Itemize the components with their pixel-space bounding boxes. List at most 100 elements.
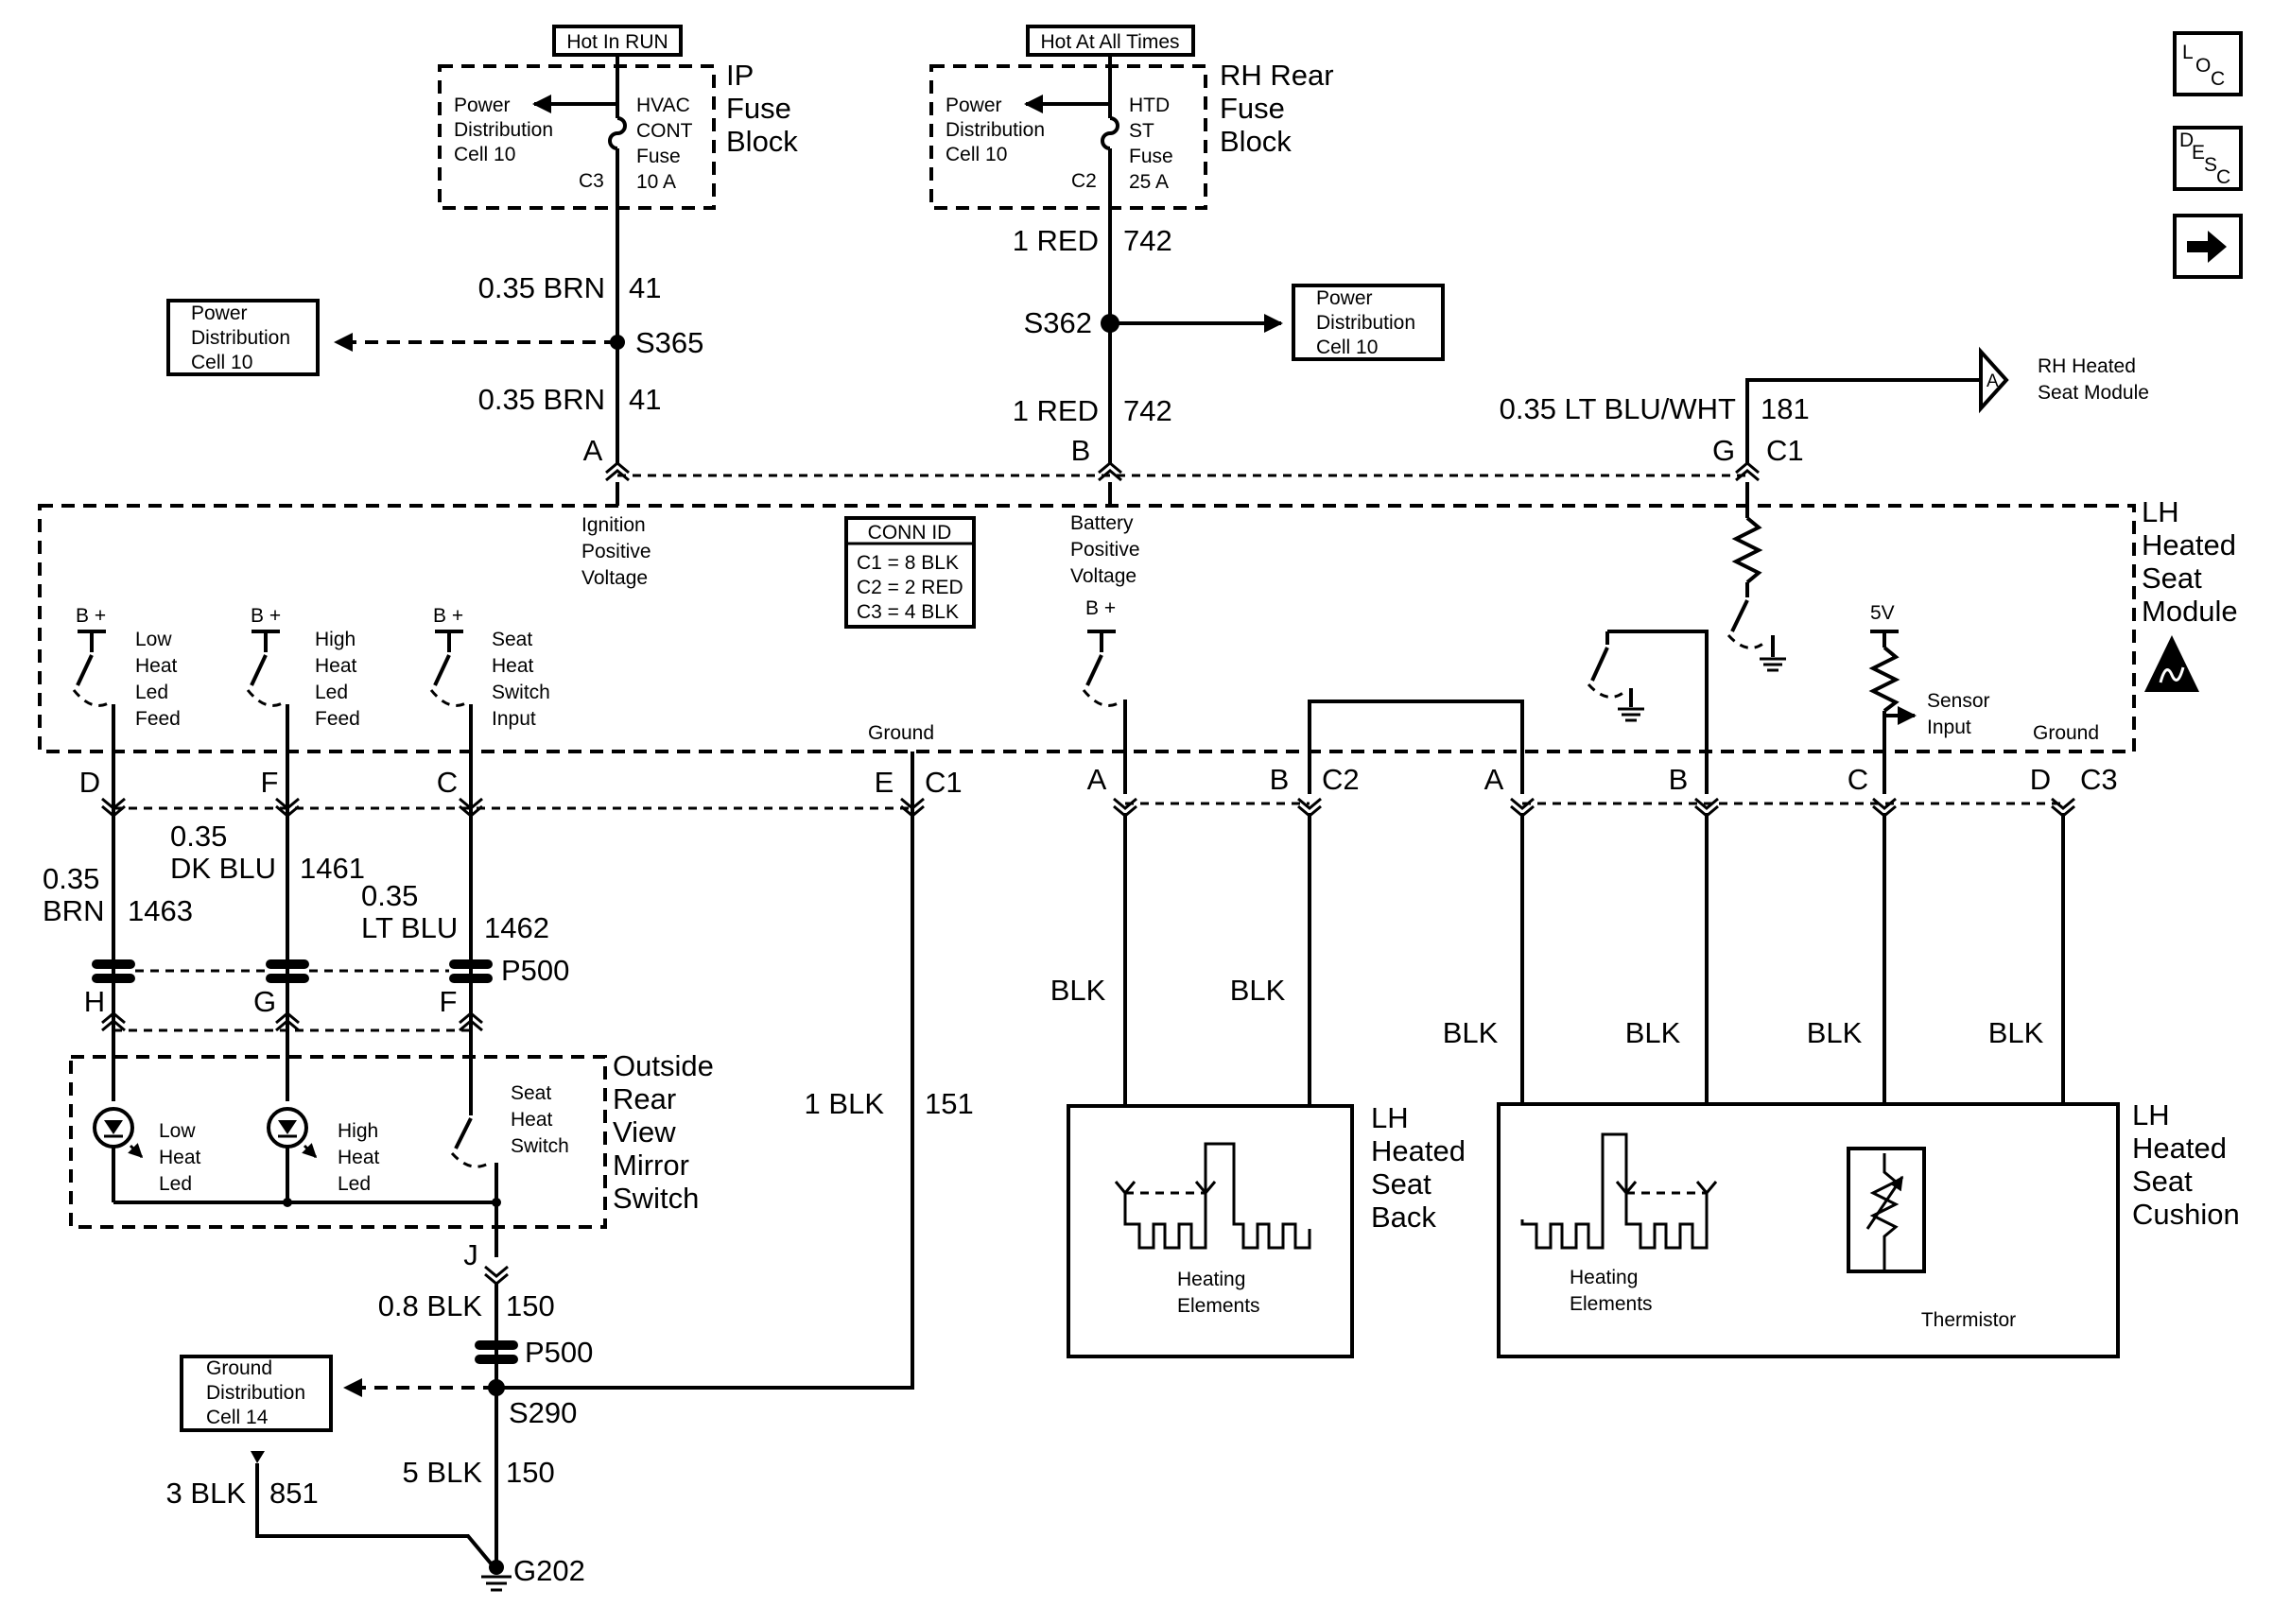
pin-d-c3: D (2030, 763, 2051, 796)
wire-label-ltblu-1462: 0.35 LT BLU (361, 879, 458, 944)
hot-in-run-label: Hot In RUN (566, 31, 668, 53)
p500-connector-bottom (475, 1340, 518, 1364)
wire-ckt-151: 151 (925, 1087, 974, 1120)
switch-icon (1730, 599, 1749, 632)
high-heat-led-feed-label: High Heat Led Feed (315, 629, 362, 730)
low-heat-led-feed-label: Low Heat Led Feed (135, 629, 182, 730)
switch-icon (250, 654, 268, 686)
svg-text:D: D (2179, 130, 2194, 151)
ground-g202-label: G202 (513, 1554, 585, 1587)
wire-blk-cushion-d: BLK (1988, 1016, 2044, 1049)
fuse-conn-c2: C2 (1071, 170, 1097, 192)
mirror-switch-label: Outside Rear View Mirror Switch (613, 1049, 721, 1215)
seat-heat-switch-icon (454, 1117, 473, 1149)
wire-ckt181 (1745, 378, 1981, 463)
gdc-label: Ground Distribution Cell 14 (206, 1357, 311, 1428)
wire-ckt-150-1: 150 (506, 1289, 555, 1322)
switch-icon (1085, 654, 1103, 686)
wire-label-ltbluwht: 0.35 LT BLU/WHT (1500, 392, 1736, 425)
wire-ckt-1463: 1463 (128, 894, 193, 927)
svg-text:S: S (2204, 154, 2217, 176)
p500-label-top: P500 (501, 954, 569, 987)
next-page-button[interactable] (2173, 214, 2243, 279)
switch-icon (433, 654, 451, 686)
bplus-label: B + (1085, 597, 1116, 619)
mirror-switch-box (69, 1055, 607, 1229)
wire-ckt151 (496, 752, 914, 1390)
seat-heat-switch-input-label: Seat Heat Switch Input (492, 629, 556, 730)
pin-j-p500: J (463, 1238, 478, 1271)
wire-blk-back-a: BLK (1050, 974, 1106, 1007)
pin-g-c1: G (1712, 434, 1735, 467)
conn-c2-label: C2 (1322, 763, 1360, 796)
lh-heated-seat-module-label: LH Heated Seat Module (2142, 495, 2245, 628)
fuse-conn-c3: C3 (579, 170, 604, 192)
fuse-icon (1101, 116, 1119, 150)
pin-d-c1: D (79, 766, 100, 799)
conn-id-rows: C1 = 8 BLK C2 = 2 RED C3 = 4 BLK (857, 552, 968, 623)
conn-id-title: CONN ID (868, 522, 952, 544)
pin-f-c1: F (261, 766, 279, 799)
wire-label-dkblu-1461: 0.35 DK BLU (170, 820, 276, 885)
fuse-icon (608, 116, 627, 150)
conn-c1-bottom: C1 (925, 766, 963, 799)
bplus-label: B + (251, 605, 281, 627)
high-heat-led-icon (267, 1107, 318, 1159)
wire-blk-back-b: BLK (1230, 974, 1286, 1007)
pin-b-c1: B (1071, 434, 1091, 467)
battery-voltage-label: Battery Positive Voltage (1070, 512, 1145, 587)
hvac-fuse-label: HVAC CONT Fuse 10 A (636, 95, 698, 193)
wire-label-blk3: 3 BLK (166, 1477, 247, 1510)
pin-h-p500: H (84, 985, 105, 1018)
pin-g-p500: G (253, 985, 276, 1018)
wire-ckt-41-1: 41 (629, 271, 661, 304)
pdc-label-left: Power Distribution Cell 10 (191, 302, 296, 373)
wire-ckt-1461: 1461 (300, 852, 365, 885)
hot-all-times-label: Hot At All Times (1040, 31, 1179, 53)
wire-label-blk08: 0.8 BLK (378, 1289, 483, 1322)
esd-warning-icon (2144, 635, 2199, 692)
svg-text:O: O (2195, 55, 2211, 77)
bplus-label: B + (433, 605, 463, 627)
desc-button[interactable]: D E S C (2173, 126, 2243, 191)
wire-ckt-851: 851 (269, 1477, 319, 1510)
pdc-label-ip: Power Distribution Cell 10 (454, 95, 559, 165)
wire-ckt851 (255, 1463, 494, 1566)
five-v-label: 5V (1870, 602, 1895, 624)
wire-ckt-1462: 1462 (484, 911, 549, 944)
pdc-label-rh: Power Distribution Cell 10 (946, 95, 1050, 165)
pin-a-c3: A (1484, 763, 1504, 796)
switch-icon (1590, 647, 1609, 682)
loc-icon: L O C (2182, 42, 2225, 90)
pin-a-c2: A (1087, 763, 1107, 796)
heating-elements-back-label: Heating Elements (1177, 1269, 1260, 1317)
pin-b-c2: B (1270, 763, 1290, 796)
svg-text:E: E (2192, 142, 2205, 164)
wire-label-blk5: 5 BLK (403, 1456, 483, 1489)
htd-st-fuse-label: HTD ST Fuse 25 A (1129, 95, 1179, 193)
ground-g202-icon (481, 1575, 512, 1592)
seat-heat-switch-label: Seat Heat Switch (511, 1082, 569, 1157)
lh-seat-cushion-label: LH Heated Seat Cushion (2132, 1098, 2240, 1231)
resistor-icon (1731, 516, 1763, 584)
svg-text:C: C (2216, 166, 2230, 188)
rh-module-tag: A (1987, 371, 1999, 391)
ground-label-c1: Ground (868, 722, 934, 744)
wire-label-brn-1: 0.35 BRN (478, 271, 605, 304)
lh-heated-seat-cushion-box (1497, 1102, 2120, 1358)
rh-heated-seat-module-label: RH Heated Seat Module (2038, 355, 2149, 404)
ip-fuse-block-box (438, 64, 716, 210)
resistor-icon (1868, 646, 1900, 713)
svg-text:L: L (2182, 42, 2194, 63)
splice-s290-label: S290 (509, 1396, 577, 1429)
rh-fuse-block-box (929, 64, 1207, 210)
lh-heated-seat-back-box (1067, 1104, 1354, 1358)
wire-label-red-1: 1 RED (1013, 224, 1099, 257)
desc-icon: D E S C (2179, 130, 2230, 188)
wire-ckt-742-2: 742 (1123, 394, 1172, 427)
loc-button[interactable]: L O C (2173, 31, 2243, 96)
arrow-right-icon (2187, 231, 2227, 263)
pin-c-c1: C (437, 766, 458, 799)
ignition-voltage-label: Ignition Positive Voltage (581, 514, 656, 589)
